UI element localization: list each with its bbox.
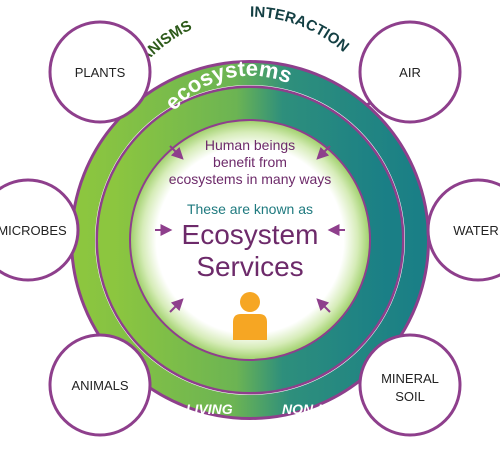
node-water: WATER <box>426 178 500 282</box>
center-text-line1: Human beings <box>205 137 295 153</box>
person-icon <box>233 292 267 340</box>
center-text-line3: ecosystems in many ways <box>169 171 332 187</box>
center-disc-border <box>129 119 371 361</box>
node-mineral-soil: MINERAL SOIL <box>358 333 462 437</box>
arrow-icon <box>316 298 331 313</box>
outer-band <box>73 63 427 417</box>
inner-band <box>98 88 402 392</box>
band-label-living: LIVING <box>186 401 233 417</box>
band-label-interaction: INTERACTION <box>250 4 352 56</box>
center-title-line1: Ecosystem <box>182 219 319 250</box>
node-label-soil: SOIL <box>395 389 425 404</box>
known-as-text: These are known as <box>187 201 313 217</box>
node-label-microbes: MICROBES <box>0 223 67 238</box>
center-title-line2: Services <box>196 251 303 282</box>
center-disc <box>130 120 370 360</box>
arrow-icon <box>169 298 184 313</box>
center-text-line2: benefit from <box>213 154 287 170</box>
node-label-air: AIR <box>399 65 421 80</box>
node-label-water: WATER <box>453 223 499 238</box>
band-label-non-living: NON-LIVING <box>282 401 365 417</box>
node-label-plants: PLANTS <box>75 65 126 80</box>
arrow-icon <box>316 145 331 160</box>
node-plants: PLANTS <box>48 20 152 124</box>
node-label-mineral: MINERAL <box>381 371 439 386</box>
band-separator <box>95 85 405 395</box>
arrow-icon <box>169 145 184 160</box>
node-animals: ANIMALS <box>48 333 152 437</box>
node-microbes: MICROBES <box>0 178 80 282</box>
center-arrows <box>155 145 345 313</box>
node-air: AIR <box>358 20 462 124</box>
node-label-animals: ANIMALS <box>71 378 128 393</box>
